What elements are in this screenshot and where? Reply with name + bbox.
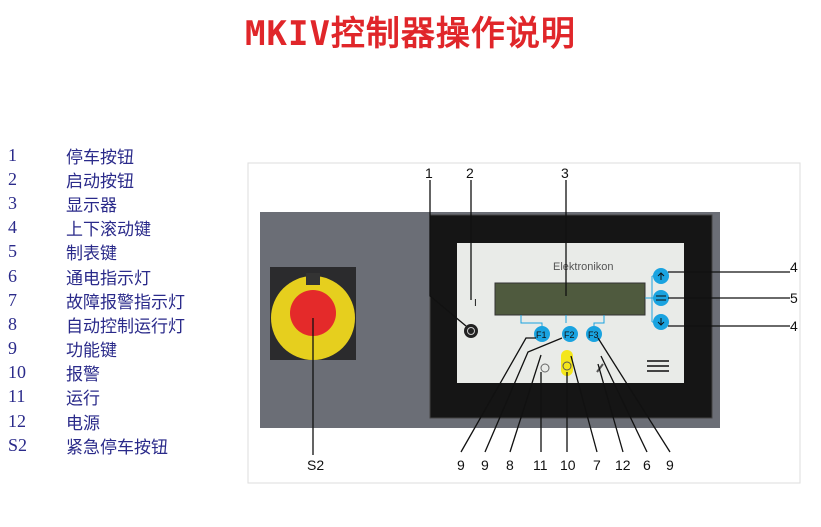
legend-label: 故障报警指示灯 [66,292,185,313]
legend-item: 8 自动控制运行灯 [8,312,185,337]
atlas-copco-logo [647,360,669,372]
legend-item: 4 上下滚动键 [8,216,185,240]
callout-4: 4 [790,259,798,275]
legend-item: 5 制表键 [8,240,185,264]
legend-list: 1 停车按钮 2 启动按钮 3 显示器 4 上下滚动键 5 制表键 6 通电指示灯 7 故障报… [8,143,185,458]
legend-number: 11 [8,386,26,407]
callout-4: 4 [790,318,798,334]
callout-6: 6 [643,457,651,473]
callout-s2: S2 [307,457,324,473]
alarm-led [561,350,573,376]
brand-label: Elektronikon [553,261,614,273]
auto-run-led [540,363,550,373]
alarm-icon [562,361,572,371]
legend-number: 9 [8,338,17,359]
legend-item: 10 报警 [8,361,185,385]
f2-label: F2 [564,330,575,340]
page-title: MKIV控制器操作说明 [245,14,576,54]
callout-9: 9 [666,457,674,473]
legend-number: 8 [8,313,17,334]
callout-5: 5 [790,290,798,306]
legend-label: 报警 [66,365,100,386]
legend-item: 11 运行 [8,385,185,409]
legend-number: 1 [8,144,17,165]
lcd-display [494,282,646,316]
callout-7: 7 [593,457,601,473]
legend-label: 功能键 [66,341,117,362]
legend-item: 1 停车按钮 [8,143,185,168]
legend-label: 显示器 [66,195,117,216]
callout-3: 3 [561,165,569,181]
legend-label: 运行 [66,389,100,410]
callout-10: 10 [560,457,576,473]
estop-button[interactable] [290,290,336,336]
callout-9: 9 [481,457,489,473]
legend-label: 通电指示灯 [66,268,151,289]
legend-number: S2 [8,434,28,455]
legend-item: 3 显示器 [8,191,185,216]
legend-number: 10 [8,362,26,383]
warning-icon [306,273,320,285]
f1-label: F1 [536,330,547,340]
legend-item: 12 电源 [8,409,185,434]
legend-number: 3 [8,192,17,213]
f1-key[interactable] [534,326,550,342]
legend-label: 启动按钮 [66,171,134,192]
legend-number: 2 [8,168,17,189]
callout-12: 12 [615,457,631,473]
legend-number: 4 [8,217,17,238]
legend-item: 2 启动按钮 [8,167,185,192]
legend-item: 7 故障报警指示灯 [8,288,185,313]
f2-key[interactable] [562,326,578,342]
stop-button[interactable] [464,324,478,338]
callout-9: 9 [457,457,465,473]
arrow-icons [656,272,666,326]
key-guide-lines [520,275,657,326]
legend-item: S2 紧急停车按钮 [8,433,185,458]
stop-icon [467,327,475,335]
legend-number: 7 [8,289,17,310]
legend-number: 12 [8,410,26,431]
legend-item: 9 功能键 [8,337,185,361]
callout-1: 1 [425,165,433,181]
start-button[interactable]: I [474,298,477,309]
legend-label: 电源 [66,413,100,434]
legend-label: 自动控制运行灯 [66,316,185,337]
legend-number: 5 [8,241,17,262]
legend-item: 6 通电指示灯 [8,264,185,289]
f3-label: F3 [588,330,599,340]
callout-8: 8 [506,457,514,473]
leader-lines [312,180,790,455]
legend-number: 6 [8,265,17,286]
power-led-icon [596,363,604,373]
legend-label: 停车按钮 [66,147,134,168]
legend-label: 上下滚动键 [66,220,151,241]
tab-key[interactable] [653,290,669,306]
legend-label: 紧急停车按钮 [66,437,168,458]
callout-11: 11 [533,457,548,473]
callout-2: 2 [466,165,474,181]
legend-label: 制表键 [66,244,117,265]
